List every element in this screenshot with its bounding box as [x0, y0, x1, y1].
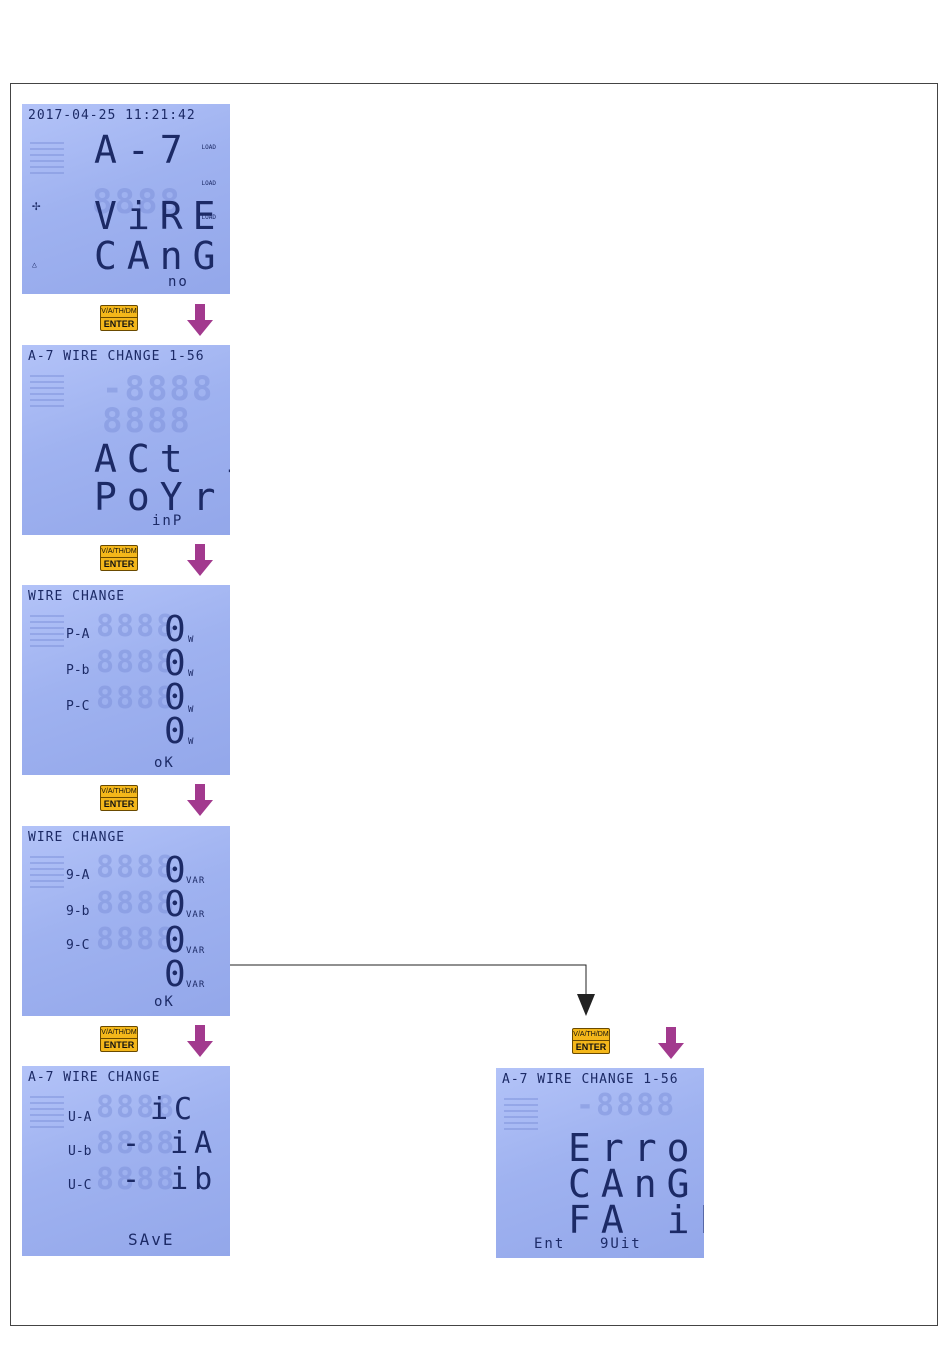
screen-line4: PoYr [94, 475, 226, 519]
lcd-screen-voltage-sequence: 8888 8888 8888 A-7 WIRE CHANGE U-A iC U-… [22, 1066, 230, 1256]
screen-line3: ViRE [94, 194, 226, 238]
screen-line4: CAnG [94, 234, 226, 278]
quit-option: 9Uit [600, 1236, 642, 1252]
row-unit: W [188, 737, 195, 747]
enter-key[interactable]: V/A/TH/DM ENTER [100, 1026, 138, 1052]
segment-bars [30, 615, 64, 651]
screen-bottom-prompt: no [168, 274, 189, 290]
row-value: 0 [164, 711, 186, 752]
row-label: U-b [68, 1144, 92, 1159]
down-arrow-icon [187, 544, 213, 576]
row-label: 9-A [66, 868, 90, 883]
down-arrow-icon [658, 1027, 684, 1059]
enter-key[interactable]: V/A/TH/DM ENTER [100, 305, 138, 331]
screen-title: A-7 WIRE CHANGE [28, 1070, 161, 1085]
screen-bottom-prompt: oK [154, 755, 175, 771]
screen-line3: CAnG [568, 1162, 700, 1206]
row-value: iC [150, 1092, 199, 1127]
load-indicator: LOAD [201, 180, 216, 187]
screen-title: A-7 WIRE CHANGE 1-56 [502, 1072, 679, 1087]
load-indicator: LOAD [201, 214, 216, 221]
screen-line4: FA iL [568, 1198, 704, 1242]
lcd-screen-active-power: -8888 8888 A-7 WIRE CHANGE 1-56 ACt i Po… [22, 345, 230, 535]
enter-option: Ent [534, 1236, 566, 1252]
screen-title: WIRE CHANGE [28, 830, 126, 845]
segment-bars [504, 1098, 538, 1134]
row-unit: W [188, 705, 195, 715]
row-value: 0 [164, 643, 186, 684]
row-value: - iA [122, 1126, 219, 1161]
quadrant-icon: ✢ [32, 198, 41, 214]
down-arrow-icon [187, 304, 213, 336]
row-value: 0 [164, 884, 186, 925]
row-unit: W [188, 669, 195, 679]
row-value: 0 [164, 954, 186, 995]
enter-key[interactable]: V/A/TH/DM ENTER [572, 1028, 610, 1054]
screen-bottom-prompt: inP [152, 513, 184, 529]
lcd-screen-change-fail: -8888 A-7 WIRE CHANGE 1-56 Erro CAnG FA … [496, 1068, 704, 1258]
screen-datetime: 2017-04-25 11:21:42 [28, 108, 196, 123]
screen-title: A-7 WIRE CHANGE 1-56 [28, 349, 205, 364]
screen-title: WIRE CHANGE [28, 589, 126, 604]
enter-key[interactable]: V/A/TH/DM ENTER [100, 785, 138, 811]
row-unit: W [188, 635, 195, 645]
screen-address: A-7 [94, 128, 193, 172]
row-value: - ib [122, 1162, 219, 1197]
row-label: 9-C [66, 938, 90, 953]
row-label: P-A [66, 627, 90, 642]
row-value: 0 [164, 677, 186, 718]
lcd-screen-reactive-power-values: 8888 8888 8888 WIRE CHANGE 9-A 0 VAR 9-b… [22, 826, 230, 1016]
segment-bars [30, 142, 64, 178]
load-indicator: LOAD [201, 144, 216, 151]
diagram-frame [10, 83, 938, 1326]
row-label: P-b [66, 663, 90, 678]
segment-bars [30, 375, 64, 411]
enter-key[interactable]: V/A/TH/DM ENTER [100, 545, 138, 571]
warning-icon: △ [32, 260, 37, 269]
row-unit: VAR [186, 876, 206, 886]
screen-bottom-prompt: SAvE [128, 1230, 175, 1249]
down-arrow-icon [187, 784, 213, 816]
row-value: 0 [164, 920, 186, 961]
segment-bars [30, 856, 64, 892]
row-label: U-A [68, 1110, 92, 1125]
lcd-screen-wire-change-menu: 8888 2017-04-25 11:21:42 A-7 LOAD LOAD L… [22, 104, 230, 294]
row-label: P-C [66, 699, 90, 714]
down-arrow-icon [187, 1025, 213, 1057]
row-unit: VAR [186, 910, 206, 920]
screen-bottom-prompt: oK [154, 994, 175, 1010]
row-unit: VAR [186, 980, 206, 990]
row-label: U-C [68, 1178, 92, 1193]
segment-bars [30, 1096, 64, 1132]
lcd-screen-active-power-values: 8888 8888 8888 WIRE CHANGE P-A 0 W P-b 0… [22, 585, 230, 775]
screen-line3: ACt i [94, 437, 230, 481]
row-unit: VAR [186, 946, 206, 956]
screen-line2: Erro [568, 1126, 700, 1170]
row-value: 0 [164, 850, 186, 891]
row-label: 9-b [66, 904, 90, 919]
row-value: 0 [164, 609, 186, 650]
